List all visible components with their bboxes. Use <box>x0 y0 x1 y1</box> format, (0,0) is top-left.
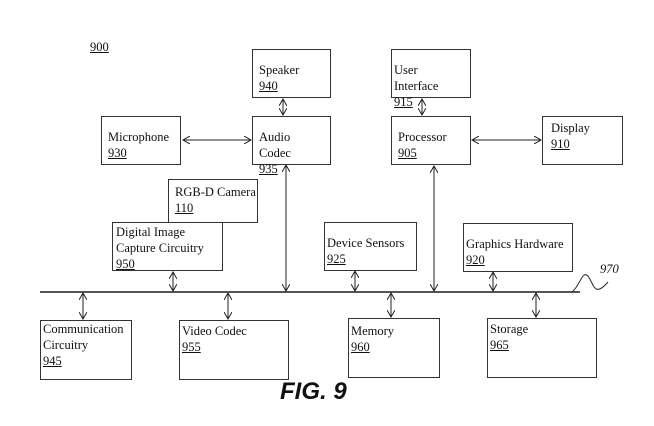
graphics-hardware-label: Graphics Hardware <box>466 237 564 251</box>
processor-label: Processor <box>398 130 447 144</box>
memory-number: 960 <box>351 340 370 354</box>
device-sensors-number: 925 <box>327 252 346 266</box>
graphics-hardware-block: Graphics Hardware 920 <box>463 223 573 272</box>
communication-circuitry-block: Communication Circuitry 945 <box>40 320 132 380</box>
device-sensors-label: Device Sensors <box>327 236 405 250</box>
storage-number: 965 <box>490 338 509 352</box>
digital-image-capture-label: Digital Image Capture Circuitry <box>116 225 204 255</box>
user-interface-block: User Interface 915 <box>391 49 471 109</box>
storage-block: Storage 965 <box>487 318 597 378</box>
user-interface-label: User Interface <box>394 63 439 93</box>
device-sensors-block: Device Sensors 925 <box>324 222 417 271</box>
rgbd-camera-block: RGB-D Camera 110 <box>168 179 258 223</box>
memory-label: Memory <box>351 324 395 338</box>
communication-circuitry-number: 945 <box>43 354 62 368</box>
microphone-block: Microphone 930 <box>101 116 181 165</box>
speaker-label: Speaker <box>259 63 300 77</box>
microphone-label: Microphone <box>108 130 170 144</box>
video-codec-number: 955 <box>182 340 201 354</box>
display-number: 910 <box>551 137 570 151</box>
speaker-block: Speaker 940 <box>252 49 331 98</box>
audio-codec-label: Audio Codec <box>259 130 291 160</box>
microphone-number: 930 <box>108 146 127 160</box>
storage-label: Storage <box>490 322 529 336</box>
bus-label: 970 <box>600 262 619 276</box>
figure-title: FIG. 9 <box>280 378 347 405</box>
speaker-number: 940 <box>259 79 278 93</box>
display-label: Display <box>551 121 590 135</box>
video-codec-block: Video Codec 955 <box>179 320 289 380</box>
rgbd-camera-number: 110 <box>175 201 194 215</box>
graphics-hardware-number: 920 <box>466 253 485 267</box>
audio-codec-block: Audio Codec 935 <box>252 116 331 176</box>
communication-circuitry-label: Communication Circuitry <box>43 322 124 352</box>
digital-image-capture-number: 950 <box>116 257 135 271</box>
bus-leader-squiggle <box>571 274 609 293</box>
video-codec-label: Video Codec <box>182 324 247 338</box>
memory-block: Memory 960 <box>348 318 440 378</box>
processor-number: 905 <box>398 146 417 160</box>
digital-image-capture-block: Digital Image Capture Circuitry 950 <box>112 222 223 271</box>
rgbd-camera-label: RGB-D Camera <box>175 185 256 199</box>
figure-reference: 900 <box>90 40 109 54</box>
display-block: Display 910 <box>542 116 623 165</box>
processor-block: Processor 905 <box>391 116 471 165</box>
user-interface-number: 915 <box>394 95 413 109</box>
audio-codec-number: 935 <box>259 162 278 176</box>
